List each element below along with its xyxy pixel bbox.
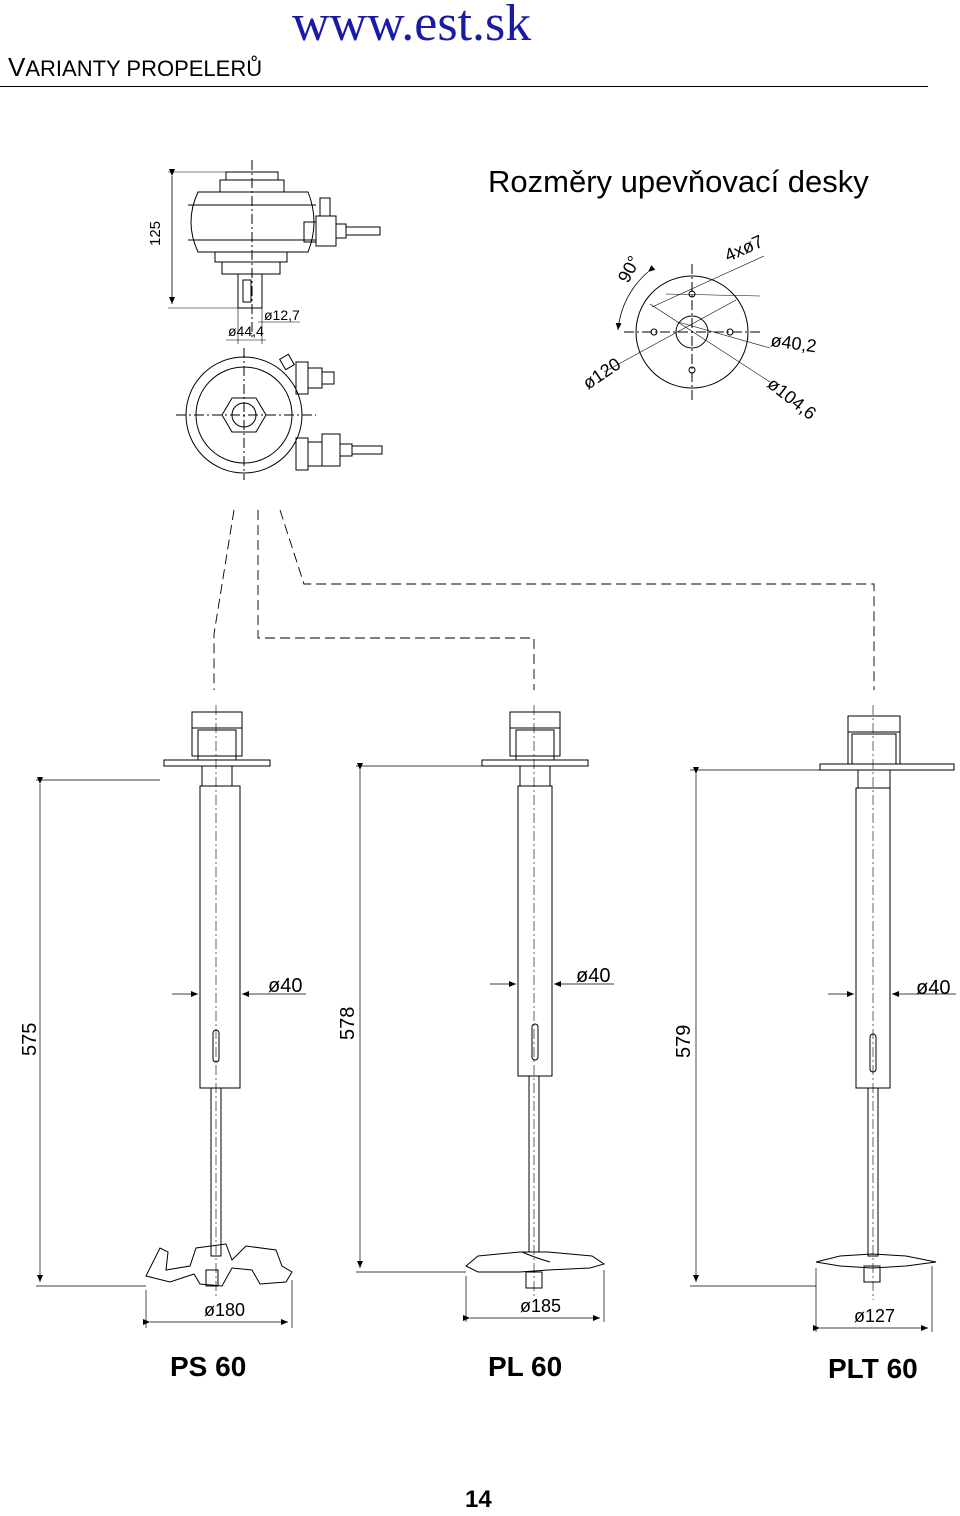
dim-center-hole-label: ø40,2 (769, 330, 817, 356)
motor-side-view (168, 160, 381, 344)
plt60-shaft-label: ø40 (916, 977, 950, 999)
pl60-blade-label: ø185 (520, 1296, 561, 1316)
ps60-blade-label: ø180 (204, 1300, 245, 1320)
website-url[interactable]: www.est.sk (292, 0, 532, 52)
mounting-plate-subtitle: Rozměry upevňovací desky (488, 164, 869, 199)
dim-bolt-circle-label: ø104,6 (764, 373, 820, 423)
header-rule (0, 86, 928, 87)
dim-holes-label: 4xø7 (721, 231, 766, 266)
pl60-name: PL 60 (488, 1351, 562, 1382)
pl60-shaft-label: ø40 (576, 965, 610, 987)
propeller-pl60-drawing (465, 705, 606, 1296)
propeller-plt60-drawing (815, 705, 955, 1300)
ps60-length-label: 575 (19, 1023, 41, 1056)
page-title: VARIANTY PROPELERŮ (8, 52, 262, 83)
motor-top-view (176, 348, 383, 480)
mounting-plate-view (603, 255, 771, 400)
page-number: 14 (465, 1486, 492, 1513)
dim-height-label: 125 (147, 221, 164, 246)
plt60-name: PLT 60 (828, 1353, 918, 1384)
dim-shaft-inner-label: ø12,7 (264, 307, 300, 323)
title-rest: ARIANTY PROPELERŮ (25, 56, 263, 81)
leader-lines (213, 509, 875, 690)
plt60-blade-label: ø127 (854, 1306, 895, 1326)
dim-shaft-outer-label: ø44,4 (228, 323, 264, 339)
propeller-ps60-drawing (145, 705, 293, 1296)
plt60-length-label: 579 (673, 1025, 695, 1058)
dim-plate-outer-label: ø120 (579, 354, 624, 394)
ps60-shaft-label: ø40 (268, 975, 302, 997)
title-initial: V (8, 52, 26, 82)
ps60-name: PS 60 (170, 1351, 246, 1382)
dim-angle-label: 90° (614, 252, 644, 285)
pl60-length-label: 578 (337, 1007, 359, 1040)
dimension-lines (36, 763, 956, 1332)
